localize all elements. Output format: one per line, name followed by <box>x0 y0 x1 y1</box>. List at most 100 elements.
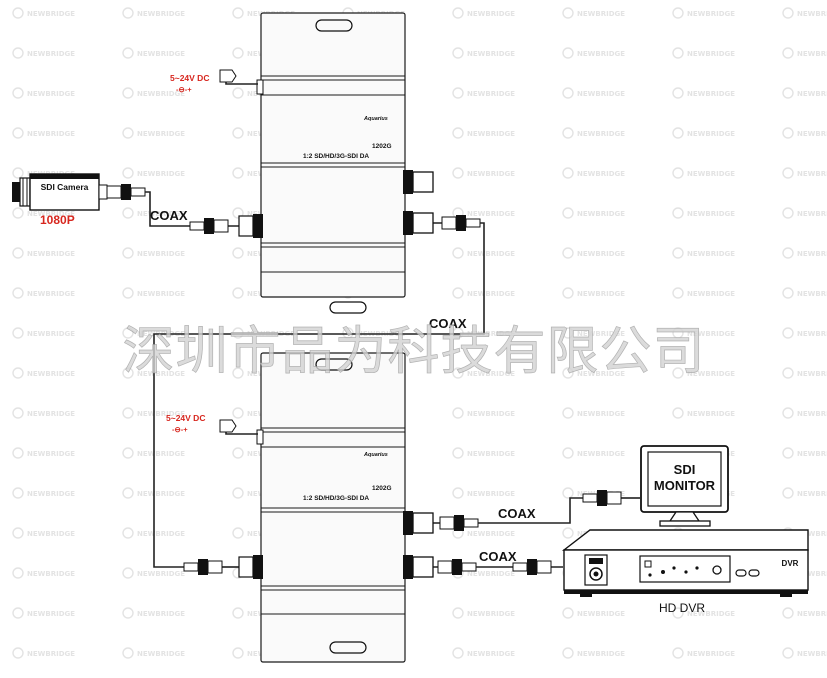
hd-dvr: DVR HD DVR <box>561 529 809 615</box>
watermark-brand-text: NEWBRIDGE <box>687 130 735 138</box>
dvr-badge: DVR <box>782 559 799 568</box>
watermark-tile: NEWBRIDGE <box>562 207 625 219</box>
watermark-logo-icon <box>232 327 244 339</box>
watermark-logo-icon <box>672 207 684 219</box>
watermark-logo-icon <box>122 327 134 339</box>
watermark-logo-icon <box>122 487 134 499</box>
watermark-tile: NEWBRIDGE <box>562 47 625 59</box>
watermark-tile: NEWBRIDGE <box>122 487 185 499</box>
top-power-label: 5~24V DC <box>170 73 209 83</box>
watermark-logo-icon <box>12 567 24 579</box>
watermark-logo-icon <box>562 207 574 219</box>
watermark-brand-text: NEWBRIDGE <box>577 650 625 658</box>
watermark-brand-text: NEWBRIDGE <box>797 290 827 298</box>
sdi-monitor: SDI MONITOR <box>640 445 729 527</box>
watermark-logo-icon <box>122 167 134 179</box>
watermark-brand-text: NEWBRIDGE <box>27 490 75 498</box>
watermark-tile: NEWBRIDGE <box>122 567 185 579</box>
watermark-brand-text: NEWBRIDGE <box>577 50 625 58</box>
watermark-logo-icon <box>122 87 134 99</box>
watermark-brand-text: NEWBRIDGE <box>27 210 75 218</box>
watermark-logo-icon <box>672 327 684 339</box>
watermark-brand-text: NEWBRIDGE <box>137 490 185 498</box>
watermark-tile: NEWBRIDGE <box>122 647 185 659</box>
watermark-logo-icon <box>12 607 24 619</box>
watermark-tile: NEWBRIDGE <box>452 407 515 419</box>
watermark-brand-text: NEWBRIDGE <box>467 330 515 338</box>
watermark-tile: NEWBRIDGE <box>782 287 827 299</box>
watermark-logo-icon <box>562 407 574 419</box>
watermark-brand-text: NEWBRIDGE <box>797 90 827 98</box>
watermark-brand-text: NEWBRIDGE <box>137 210 185 218</box>
watermark-logo-icon <box>122 607 134 619</box>
watermark-brand-text: NEWBRIDGE <box>577 170 625 178</box>
watermark-tile: NEWBRIDGE <box>672 407 735 419</box>
watermark-logo-icon <box>782 247 794 259</box>
watermark-brand-text: NEWBRIDGE <box>687 330 735 338</box>
watermark-brand-text: NEWBRIDGE <box>27 450 75 458</box>
watermark-logo-icon <box>672 647 684 659</box>
watermark-brand-text: NEWBRIDGE <box>27 250 75 258</box>
watermark-logo-icon <box>562 487 574 499</box>
watermark-tile: NEWBRIDGE <box>12 207 75 219</box>
watermark-logo-icon <box>562 127 574 139</box>
watermark-tile: NEWBRIDGE <box>782 447 827 459</box>
watermark-tile: NEWBRIDGE <box>122 287 185 299</box>
watermark-brand-text: NEWBRIDGE <box>467 610 515 618</box>
watermark-tile: NEWBRIDGE <box>452 247 515 259</box>
watermark-logo-icon <box>232 487 244 499</box>
cable-bottom-to-monitor: COAX <box>433 490 640 531</box>
watermark-logo-icon <box>232 527 244 539</box>
coax-label-link: COAX <box>429 316 467 331</box>
watermark-tile: NEWBRIDGE <box>672 287 735 299</box>
watermark-brand-text: NEWBRIDGE <box>797 530 827 538</box>
watermark-tile: NEWBRIDGE <box>672 167 735 179</box>
watermark-brand-text: NEWBRIDGE <box>797 570 827 578</box>
watermark-logo-icon <box>122 7 134 19</box>
watermark-logo-icon <box>782 327 794 339</box>
watermark-logo-icon <box>12 287 24 299</box>
camera-resolution: 1080P <box>40 213 75 227</box>
top-power-adapter: 5~24V DC -⊖-+ <box>170 69 258 94</box>
watermark-brand-text: NEWBRIDGE <box>687 410 735 418</box>
watermark-tile: NEWBRIDGE <box>672 327 735 339</box>
watermark-tile: NEWBRIDGE <box>122 367 185 379</box>
watermark-brand-text: NEWBRIDGE <box>797 250 827 258</box>
watermark-logo-icon <box>672 607 684 619</box>
watermark-logo-icon <box>672 287 684 299</box>
watermark-logo-icon <box>782 47 794 59</box>
watermark-logo-icon <box>452 327 464 339</box>
watermark-logo-icon <box>562 607 574 619</box>
top-device-model: 1202G <box>372 143 392 150</box>
watermark-brand-text: NEWBRIDGE <box>27 650 75 658</box>
watermark-tile: NEWBRIDGE <box>452 447 515 459</box>
watermark-tile: NEWBRIDGE <box>452 327 515 339</box>
watermark-logo-icon <box>782 127 794 139</box>
watermark-brand-text: NEWBRIDGE <box>467 130 515 138</box>
watermark-brand-text: NEWBRIDGE <box>797 370 827 378</box>
watermark-logo-icon <box>672 367 684 379</box>
watermark-brand-text: NEWBRIDGE <box>687 290 735 298</box>
watermark-tile: NEWBRIDGE <box>452 87 515 99</box>
watermark-logo-icon <box>562 447 574 459</box>
watermark-tile: NEWBRIDGE <box>122 247 185 259</box>
watermark-tile: NEWBRIDGE <box>452 7 515 19</box>
watermark-tile: NEWBRIDGE <box>782 327 827 339</box>
watermark-brand-text: NEWBRIDGE <box>467 650 515 658</box>
watermark-tile: NEWBRIDGE <box>452 287 515 299</box>
watermark-tile: NEWBRIDGE <box>452 487 515 499</box>
watermark-tile: NEWBRIDGE <box>782 207 827 219</box>
watermark-tile: NEWBRIDGE <box>122 447 185 459</box>
watermark-logo-icon <box>452 367 464 379</box>
watermark-tile: NEWBRIDGE <box>672 47 735 59</box>
watermark-logo-icon <box>562 367 574 379</box>
watermark-brand-text: NEWBRIDGE <box>797 170 827 178</box>
watermark-logo-icon <box>672 87 684 99</box>
watermark-logo-icon <box>12 247 24 259</box>
watermark-brand-text: NEWBRIDGE <box>137 410 185 418</box>
watermark-tile: NEWBRIDGE <box>562 327 625 339</box>
watermark-brand-text: NEWBRIDGE <box>577 250 625 258</box>
watermark-logo-icon <box>452 287 464 299</box>
watermark-tile: NEWBRIDGE <box>122 407 185 419</box>
